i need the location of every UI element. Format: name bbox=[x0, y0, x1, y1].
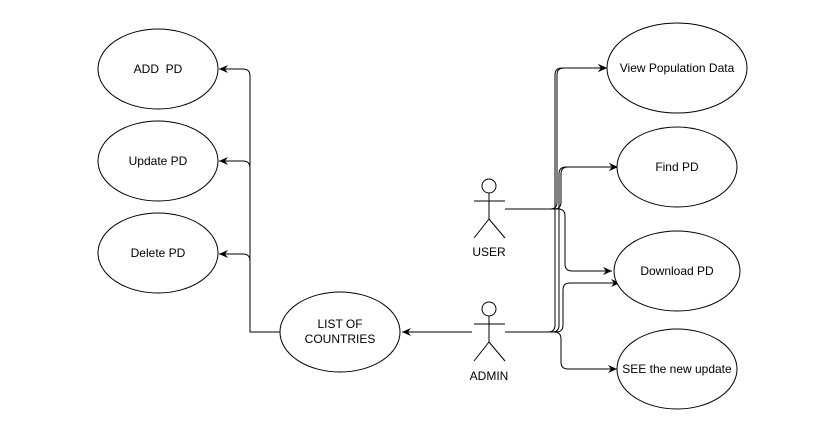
usecase-add-pd[interactable]: ADD PD bbox=[97, 28, 219, 110]
edges bbox=[219, 64, 620, 373]
edge-user-to-find-pd bbox=[505, 163, 618, 210]
usecase-see-new-update[interactable]: SEE the new update bbox=[616, 328, 738, 410]
usecase-update-pd[interactable]: Update PD bbox=[97, 120, 219, 202]
usecase-download-pd-label: Download PD bbox=[640, 264, 714, 278]
edge-countries-to-delete-pd bbox=[219, 250, 251, 262]
usecase-list-of-countries[interactable]: LIST OF COUNTRIES bbox=[279, 291, 401, 373]
actor-admin-label: ADMIN bbox=[470, 369, 509, 383]
person-icon bbox=[473, 178, 506, 239]
usecase-see-new-update-label: SEE the new update bbox=[622, 362, 732, 376]
person-icon bbox=[473, 301, 506, 362]
edge-admin-to-download-pd bbox=[505, 279, 620, 333]
usecase-update-pd-label: Update PD bbox=[129, 154, 188, 168]
usecase-download-pd[interactable]: Download PD bbox=[613, 230, 741, 312]
usecase-view-population-data-label: View Population Data bbox=[620, 61, 735, 75]
usecase-find-pd-label: Find PD bbox=[655, 160, 699, 174]
usecase-delete-pd[interactable]: Delete PD bbox=[97, 212, 219, 294]
actor-user-label: USER bbox=[472, 245, 506, 259]
usecase-view-population-data[interactable]: View Population Data bbox=[606, 22, 748, 114]
usecase-list-of-countries-label-line1: LIST OF bbox=[317, 317, 362, 331]
actor-admin[interactable]: ADMIN bbox=[470, 301, 509, 383]
usecase-delete-pd-label: Delete PD bbox=[131, 246, 186, 260]
usecase-list-of-countries-label-line2: COUNTRIES bbox=[305, 332, 376, 346]
usecase-add-pd-label: ADD PD bbox=[134, 62, 183, 76]
edge-admin-to-see-new-update bbox=[505, 331, 617, 373]
edge-user-to-download-pd bbox=[505, 208, 612, 275]
edge-countries-to-update-pd bbox=[219, 157, 251, 169]
usecase-find-pd[interactable]: Find PD bbox=[616, 126, 738, 208]
edge-user-to-view-population bbox=[505, 64, 607, 210]
actor-user[interactable]: USER bbox=[472, 178, 506, 259]
edge-admin-to-view-population bbox=[505, 64, 607, 333]
edge-countries-to-add-pd bbox=[219, 65, 281, 333]
